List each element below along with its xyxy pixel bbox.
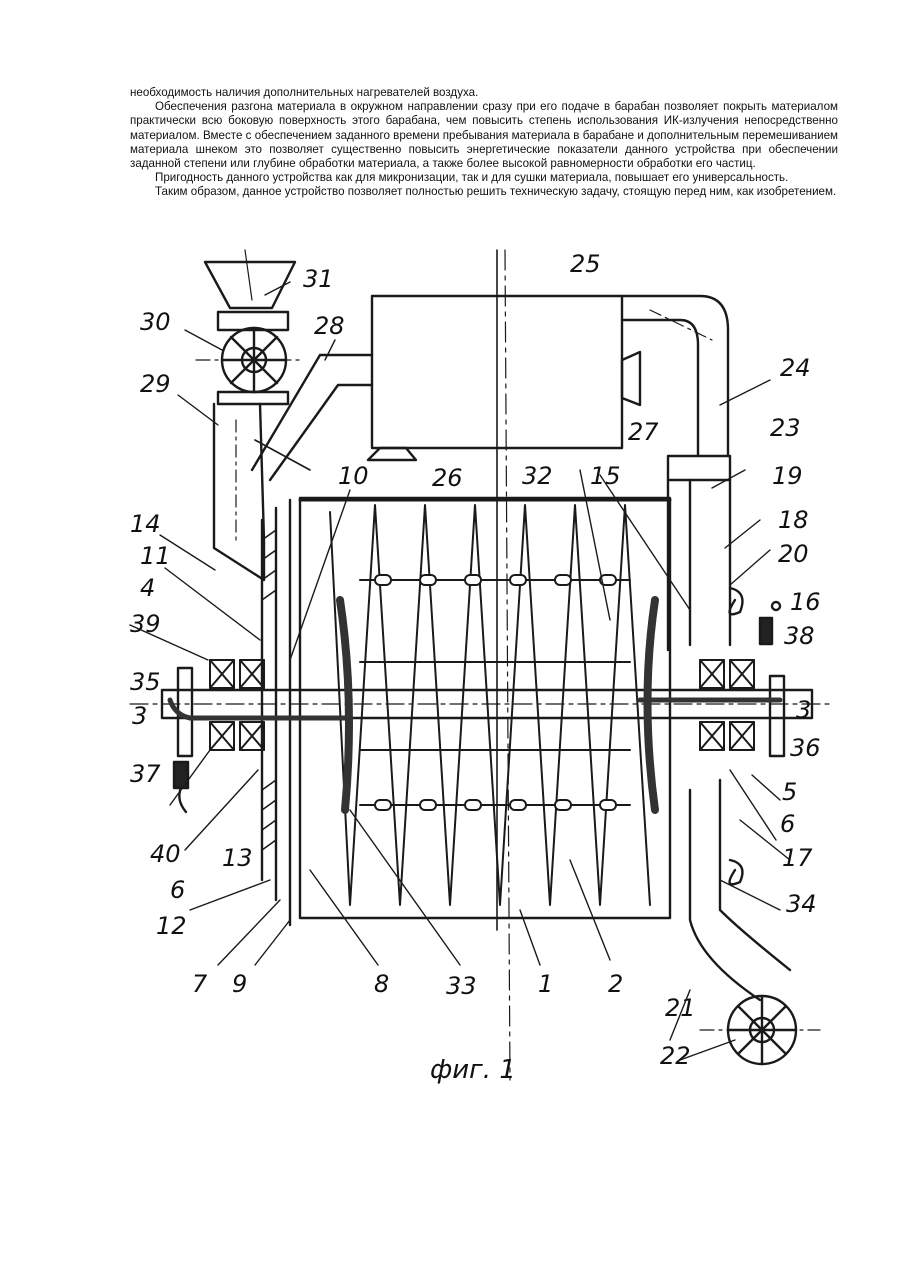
housing-23 [668, 456, 730, 480]
label-5: 5 [782, 778, 797, 806]
label-35: 35 [130, 668, 161, 696]
blade-2 [330, 505, 650, 905]
label-8: 8 [374, 970, 389, 998]
label-28: 28 [314, 312, 345, 340]
label-6-right: 6 [780, 810, 795, 838]
hose-33 [340, 600, 349, 810]
label-16: 16 [790, 588, 821, 616]
label-19: 19 [772, 462, 803, 490]
label-6-left: 6 [170, 876, 185, 904]
label-40: 40 [150, 840, 181, 868]
label-21: 21 [665, 994, 696, 1022]
label-13: 13 [222, 844, 253, 872]
chute-29 [214, 404, 264, 580]
label-11: 11 [140, 542, 171, 570]
label-31: 31 [303, 265, 334, 293]
label-1: 1 [538, 970, 553, 998]
label-34: 34 [786, 890, 817, 918]
label-14: 14 [130, 510, 161, 538]
label-23: 23 [770, 414, 801, 442]
label-22: 22 [660, 1042, 691, 1070]
label-3-right: 3 [796, 696, 811, 724]
label-17: 17 [782, 844, 813, 872]
label-36: 36 [790, 734, 821, 762]
label-15: 15 [590, 462, 621, 490]
label-24: 24 [780, 354, 811, 382]
nozzle-26 [368, 448, 416, 460]
label-4: 4 [140, 574, 155, 602]
figure-caption: фиг. 1 [430, 1055, 516, 1085]
label-3-left: 3 [132, 702, 147, 730]
label-20: 20 [778, 540, 809, 568]
label-38: 38 [784, 622, 815, 650]
drum-1 [300, 498, 670, 918]
label-32: 32 [522, 462, 553, 490]
label-12: 12 [156, 912, 187, 940]
label-33: 33 [446, 972, 477, 1000]
hose-34 [648, 600, 656, 810]
heater-38 [760, 618, 772, 644]
label-18: 18 [778, 506, 809, 534]
label-2: 2 [608, 970, 623, 998]
label-7: 7 [192, 970, 208, 998]
flange-36 [770, 676, 784, 756]
label-10: 10 [338, 462, 369, 490]
label-25: 25 [570, 250, 601, 278]
label-39: 39 [130, 610, 161, 638]
fan-27 [622, 352, 640, 405]
label-37: 37 [130, 760, 161, 788]
label-27: 27 [628, 418, 659, 446]
label-26: 26 [432, 464, 463, 492]
outlet-20 [730, 588, 743, 614]
label-9: 9 [232, 970, 247, 998]
label-30: 30 [140, 308, 171, 336]
label-29: 29 [140, 370, 171, 398]
